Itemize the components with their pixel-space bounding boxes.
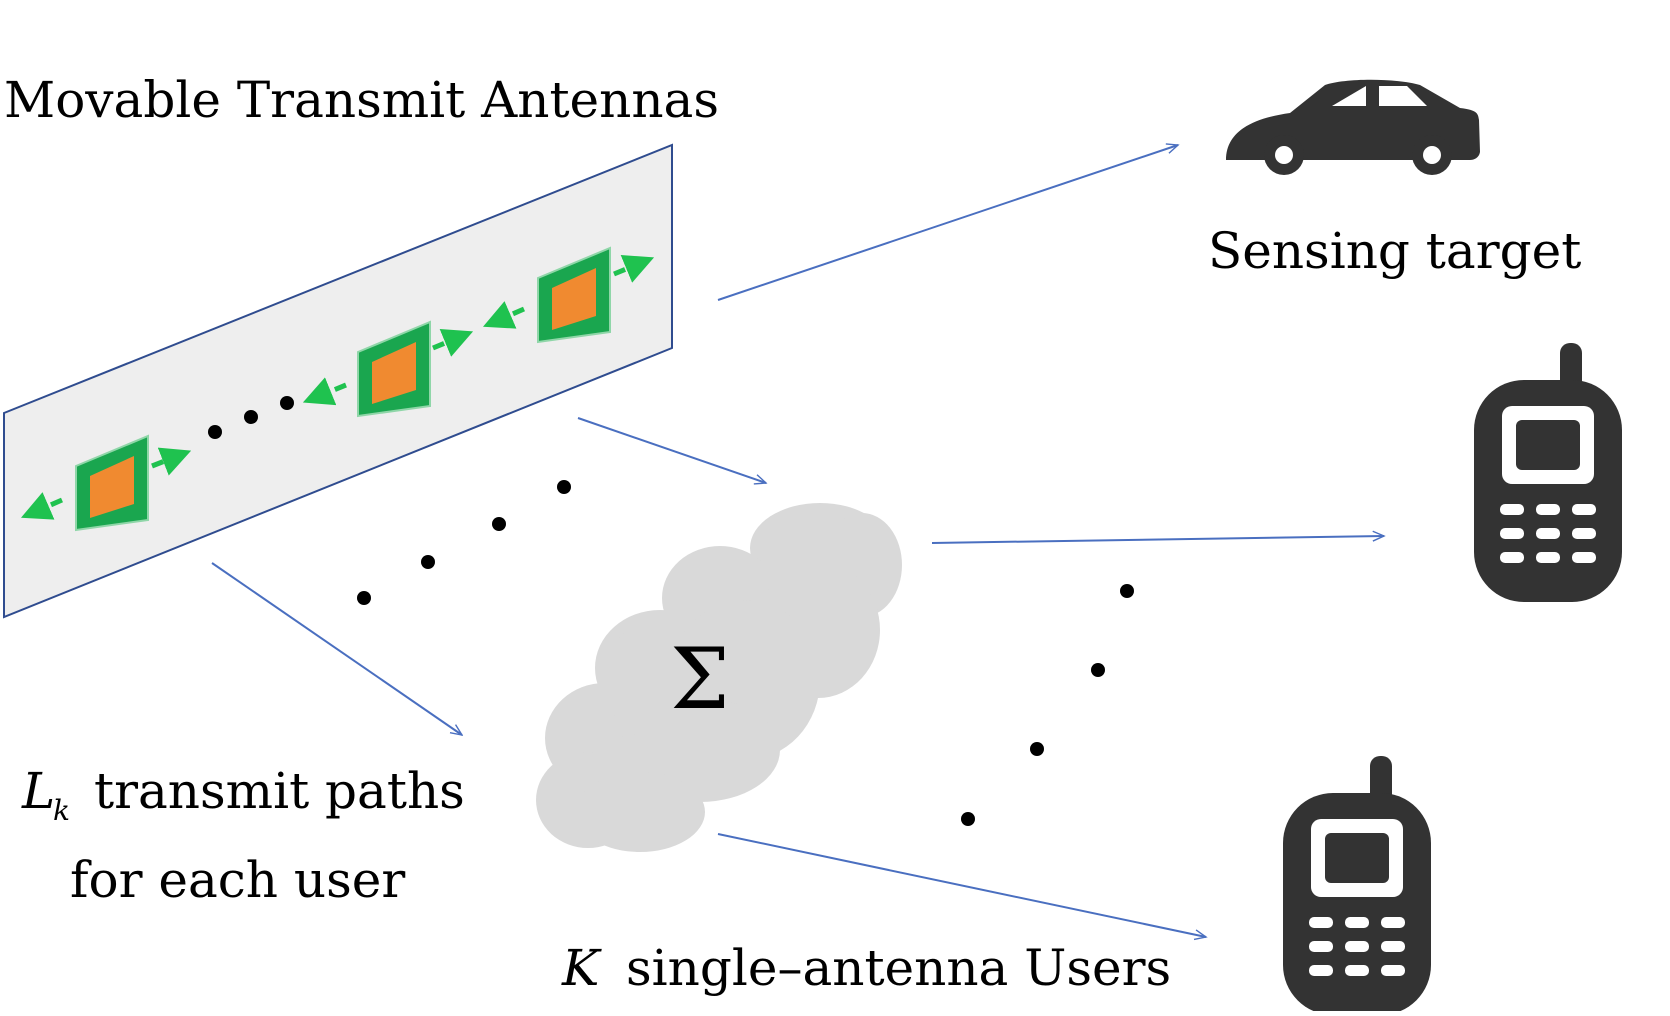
paths-label-line1: transmit paths	[94, 762, 465, 820]
users-dots	[961, 584, 1134, 826]
ellipsis-dots	[208, 396, 294, 439]
dot	[1120, 584, 1134, 598]
dot	[421, 555, 435, 569]
paths-dots	[357, 480, 571, 605]
paths-symbol: L	[21, 762, 55, 820]
antenna-plane	[3, 143, 673, 619]
move-left-arrow	[482, 301, 525, 329]
sensing-arrow	[717, 145, 1178, 301]
user-arrow	[717, 833, 1206, 937]
antenna-element	[75, 434, 149, 532]
sum-symbol: Σ	[670, 630, 729, 728]
path-arrow	[211, 562, 462, 735]
dot	[244, 410, 258, 424]
car-icon	[1226, 79, 1480, 175]
dot	[961, 812, 975, 826]
paths-label-line2: for each user	[70, 851, 405, 909]
dot	[357, 591, 371, 605]
move-left-arrow	[20, 492, 63, 520]
dot	[557, 480, 571, 494]
paths-subscript: k	[53, 794, 70, 827]
move-right-arrow	[432, 329, 474, 357]
path-arrow	[577, 417, 766, 483]
mobile-phone-icon	[1474, 343, 1622, 602]
move-right-arrow	[613, 255, 655, 283]
antenna-element	[357, 320, 431, 418]
users-symbol: K	[561, 939, 602, 997]
move-left-arrow	[302, 377, 347, 406]
dot	[492, 517, 506, 531]
antennas-title: Movable Transmit Antennas	[4, 71, 719, 129]
move-right-arrow	[151, 447, 192, 476]
antenna-element	[537, 246, 611, 344]
dot	[208, 425, 222, 439]
movement-arrows	[20, 255, 655, 520]
sensing-target-label: Sensing target	[1208, 222, 1581, 280]
dot	[280, 396, 294, 410]
signal-arrows	[211, 145, 1384, 937]
user-arrow	[931, 536, 1384, 544]
dot	[1030, 742, 1044, 756]
scattering-cloud	[536, 503, 902, 852]
mobile-phone-icon	[1283, 756, 1431, 1015]
dot	[1091, 663, 1105, 677]
users-label: single–antenna Users	[626, 939, 1171, 997]
